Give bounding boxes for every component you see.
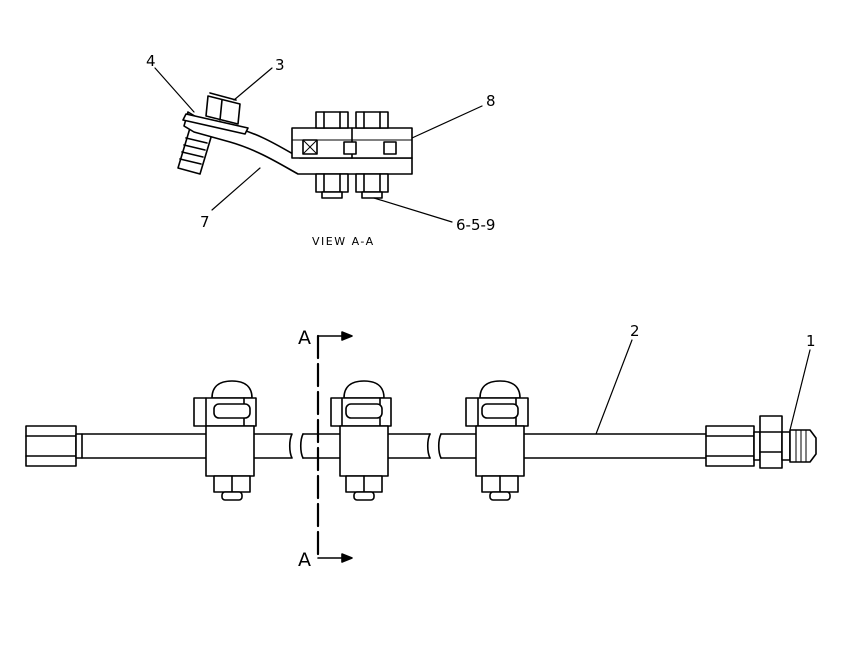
washer (182, 113, 249, 135)
left-fitting (25, 425, 83, 467)
section-marker-bottom: A (298, 549, 311, 571)
bolt-head (205, 95, 241, 125)
bottom-nuts (315, 173, 389, 199)
callout-6-5-9: 6-5-9 (456, 216, 495, 234)
clamp-1 (193, 380, 257, 501)
callout-1: 1 (806, 332, 816, 350)
view-caption: VIEW A-A (312, 235, 375, 248)
callout-3: 3 (275, 56, 285, 74)
section-line-a-a (316, 331, 353, 563)
view-a-a-detail: 4 3 8 7 6-5-9 VIEW A-A (146, 52, 496, 248)
callout-4: 4 (146, 52, 156, 70)
callout-7: 7 (200, 213, 210, 231)
clamp-2 (330, 380, 392, 501)
right-fitting (705, 415, 817, 469)
clamp-3 (465, 380, 529, 501)
top-nuts (315, 111, 389, 129)
main-assembly-view: A A 2 1 (25, 322, 817, 571)
callout-2: 2 (630, 322, 640, 340)
callout-8: 8 (486, 92, 496, 110)
section-marker-top: A (298, 327, 311, 349)
tube-segments (81, 433, 707, 459)
